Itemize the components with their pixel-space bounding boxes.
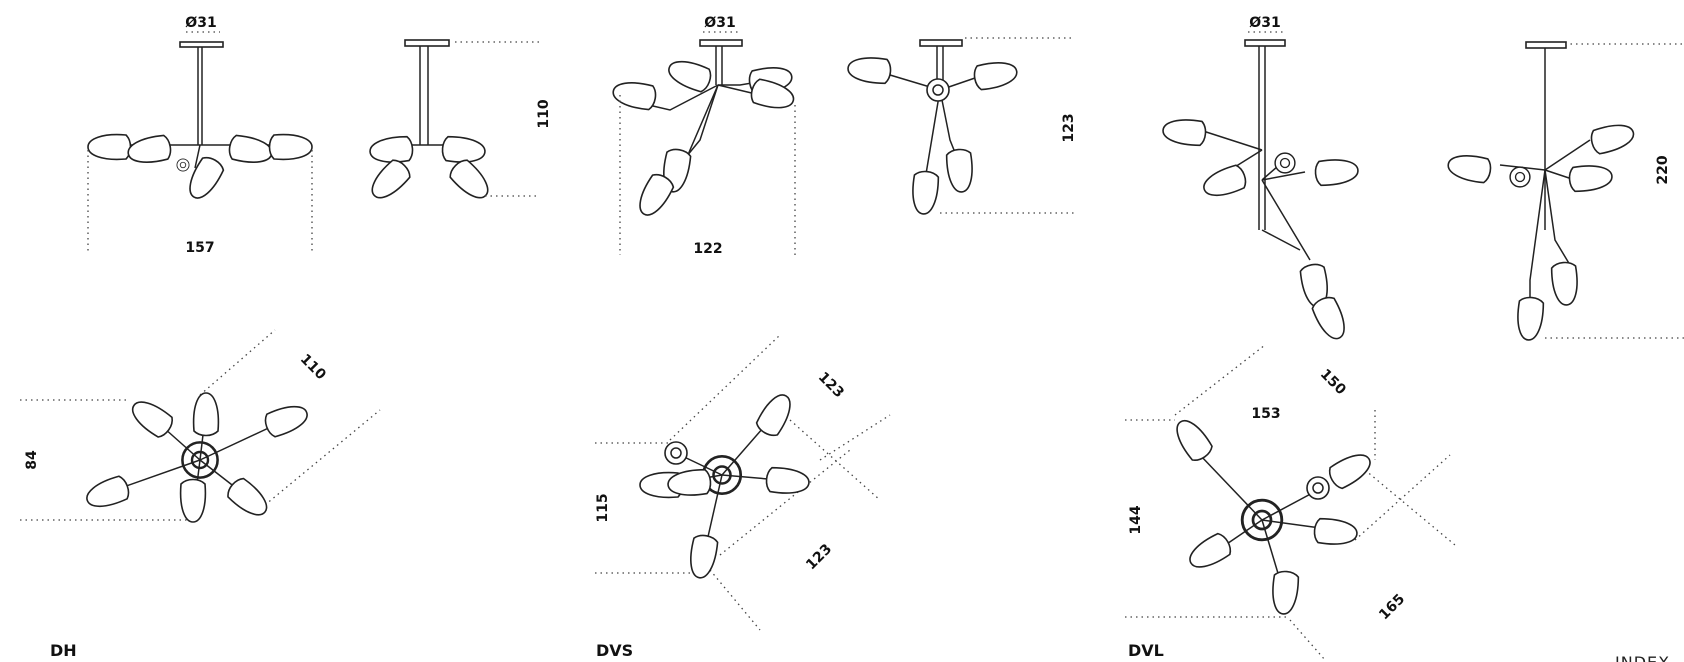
dvl-plan-a-dimension: 150 [1317, 366, 1349, 398]
dvs-canopy-dimension: Ø31 [704, 15, 735, 31]
dvl-height-dimension: 220 [1655, 155, 1671, 184]
index-link[interactable]: INDEX [1615, 653, 1670, 662]
dvs-plan-b-dimension: 123 [815, 369, 847, 401]
dh-side-elevation: 110 [364, 39, 552, 206]
dh-canopy-dimension: Ø31 [185, 15, 216, 31]
dvs-width-dimension: 122 [693, 241, 722, 257]
dvl-front-elevation: Ø31 [1161, 15, 1360, 344]
dh-group: Ø31 157 110 84 110 [20, 15, 552, 660]
dh-plan-diagonal-dimension: 110 [297, 351, 329, 383]
dh-plan-depth-dimension: 84 [24, 450, 40, 470]
dvs-model-label: DVS [596, 641, 633, 660]
dh-plan-view: 84 110 [20, 329, 381, 523]
dvs-front-elevation: Ø31 122 [610, 15, 798, 257]
dvl-group: Ø31 220 144 [1125, 15, 1684, 661]
dvs-side-elevation: 123 [846, 37, 1077, 216]
dvs-plan-c-dimension: 123 [803, 541, 835, 573]
dvl-plan-b-dimension: 153 [1251, 406, 1280, 422]
dvs-group: Ø31 122 123 115 [595, 15, 1077, 660]
dh-width-dimension: 157 [185, 240, 214, 256]
dvl-model-label: DVL [1128, 641, 1164, 660]
dvs-plan-view: 115 123 123 [595, 334, 891, 631]
dh-height-dimension: 110 [536, 99, 552, 128]
dvl-plan-c-dimension: 144 [1128, 505, 1144, 534]
dvl-plan-view: 144 150 153 165 [1125, 344, 1456, 661]
dvs-plan-a-dimension: 115 [595, 493, 611, 522]
dh-model-label: DH [50, 641, 77, 660]
dvl-plan-d-dimension: 165 [1376, 591, 1408, 623]
dvl-canopy-dimension: Ø31 [1249, 15, 1280, 31]
dh-front-elevation: Ø31 157 [87, 15, 313, 256]
dvs-height-dimension: 123 [1061, 113, 1077, 142]
dvl-side-elevation: 220 [1445, 41, 1684, 342]
